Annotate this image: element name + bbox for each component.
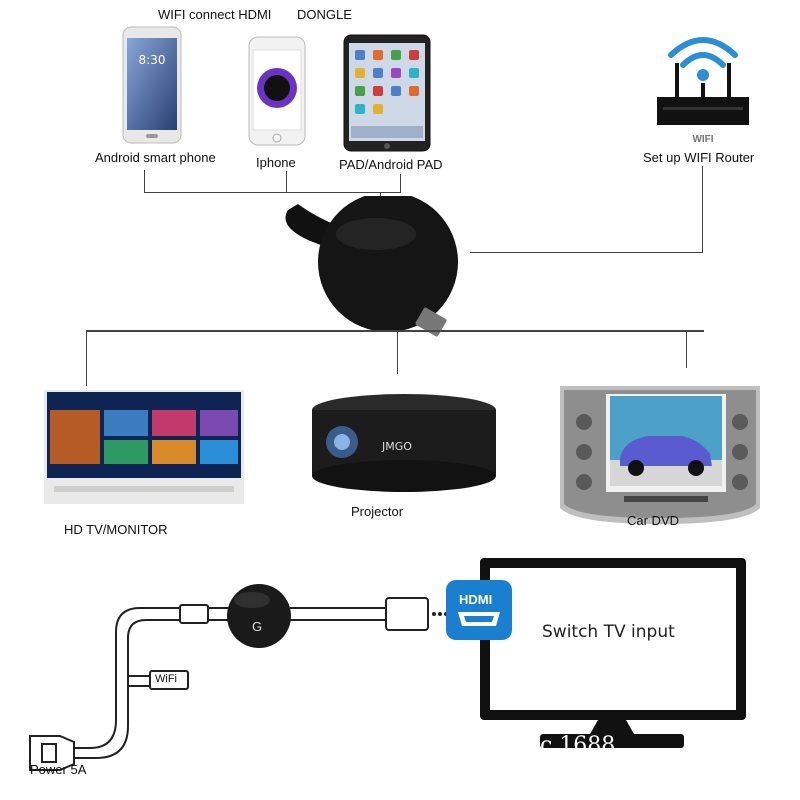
line — [397, 332, 398, 374]
iphone-label: Iphone — [256, 155, 296, 170]
car-dvd-image — [554, 382, 766, 526]
pad-image — [343, 34, 431, 152]
router-image: WIFI — [653, 25, 753, 145]
line — [86, 330, 87, 386]
car-dvd-label: Car DVD — [627, 513, 680, 528]
android-phone-image: 8:30 — [122, 26, 182, 144]
wifi-icon — [668, 37, 738, 68]
line — [702, 166, 703, 252]
hdmi-badge-label: HDMI — [459, 592, 493, 607]
projector-brand: JMGO — [381, 440, 412, 453]
hd-tv-label: HD TV/MONITOR — [64, 522, 168, 537]
dongle-logo: G — [252, 619, 263, 634]
dongle-image — [268, 196, 468, 338]
power-label: Power 5A — [30, 762, 87, 777]
line — [470, 252, 703, 253]
line — [286, 171, 287, 192]
wifi-tag-label: WiFi — [155, 673, 177, 685]
line — [86, 330, 704, 332]
line — [144, 192, 400, 193]
line — [686, 332, 687, 368]
projector-image: JMGO — [304, 392, 504, 496]
phone-time: 8:30 — [139, 53, 166, 67]
projector-label: Projector — [351, 504, 404, 519]
dongle-title: DONGLE — [297, 7, 352, 22]
setup-diagram — [0, 550, 800, 800]
iphone-image — [248, 36, 306, 146]
router-label: Set up WIFI Router — [643, 150, 755, 165]
android-phone-label: Android smart phone — [95, 150, 216, 165]
tv-screen-text: Switch TV input — [542, 622, 675, 642]
router-logo: WIFI — [692, 134, 713, 145]
hd-tv-image — [44, 390, 244, 510]
wifi-hdmi-title: WIFI connect HDMI — [158, 7, 272, 22]
watermark: c 1688 — [540, 733, 616, 758]
pad-label: PAD/Android PAD — [339, 157, 443, 172]
line — [400, 174, 401, 193]
line — [144, 170, 145, 193]
